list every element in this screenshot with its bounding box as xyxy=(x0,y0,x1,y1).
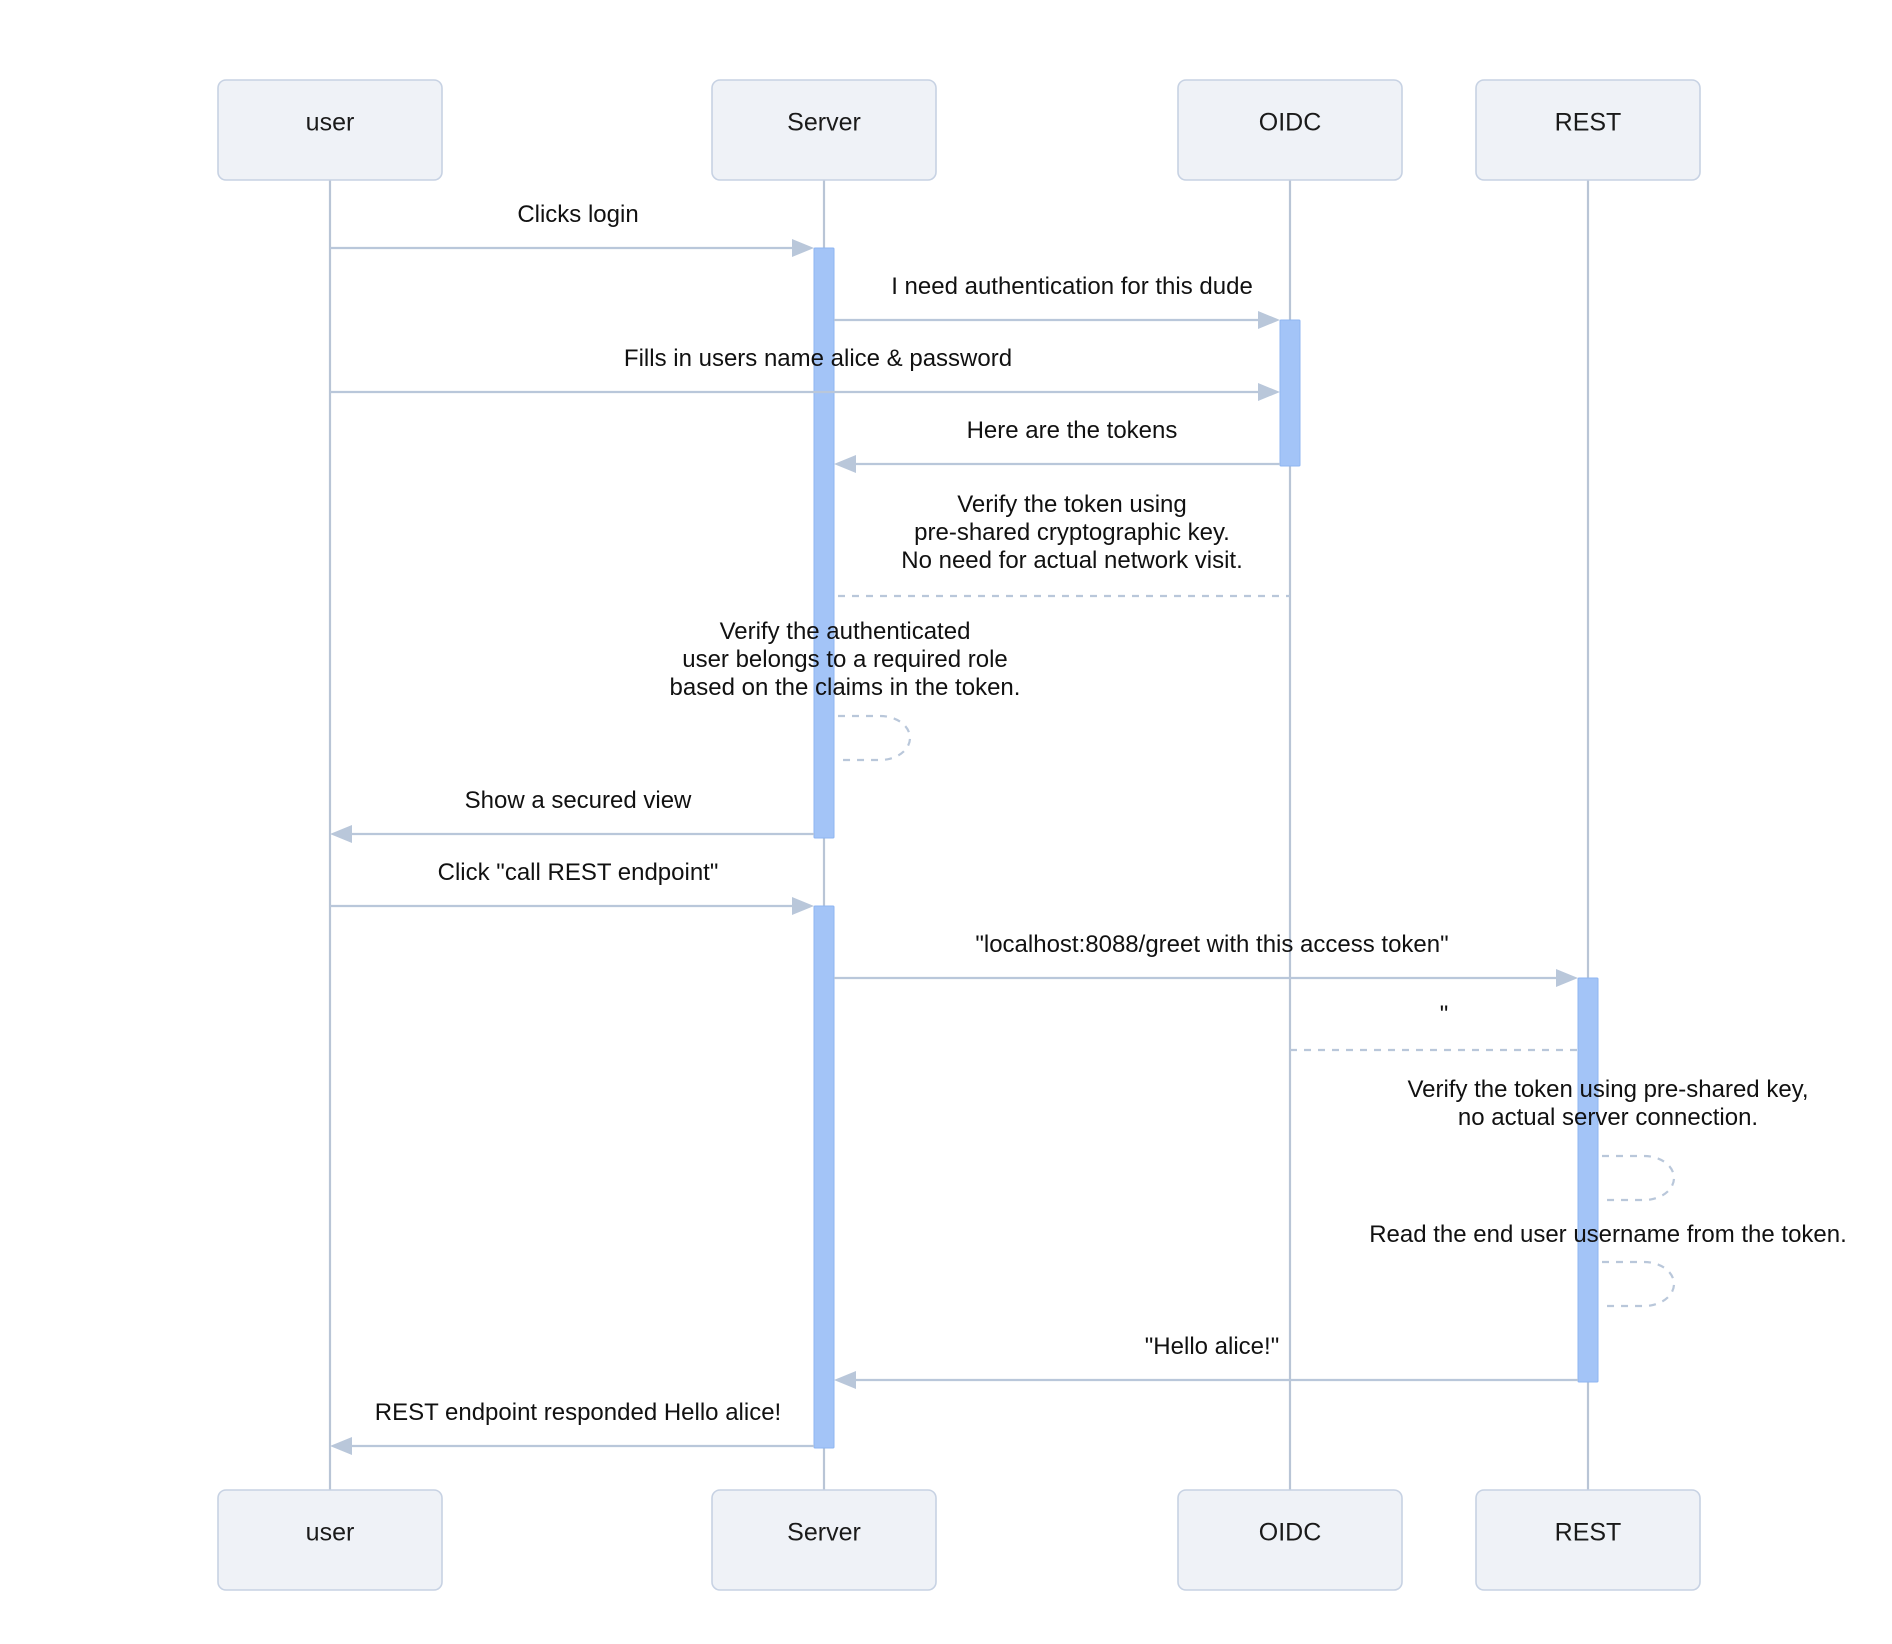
actor-header-oidc[interactable]: OIDC xyxy=(1177,79,1403,181)
message-hello-alice[interactable]: "Hello alice!" xyxy=(834,1333,1578,1389)
activation-server-2 xyxy=(813,905,835,1449)
self-message-loop xyxy=(1602,1154,1676,1202)
message-label-line-3: No need for actual network visit. xyxy=(901,547,1243,574)
actor-header-user[interactable]: user xyxy=(217,79,443,181)
message-quote-dashed[interactable]: " xyxy=(1290,1001,1578,1052)
activation-rest-1 xyxy=(1577,977,1599,1383)
message-fills-credentials[interactable]: Fills in users name alice & password xyxy=(330,345,1280,401)
message-need-authentication[interactable]: I need authentication for this dude xyxy=(834,273,1280,329)
arrowhead-right xyxy=(792,897,814,915)
arrowhead-left xyxy=(834,1371,856,1389)
message-label-line-1: Verify the authenticated xyxy=(720,618,971,645)
message-label: Clicks login xyxy=(517,201,638,228)
arrowhead-left xyxy=(330,825,352,843)
messages: Clicks login I need authentication for t… xyxy=(330,201,1847,1455)
message-click-call-rest-endpoint[interactable]: Click "call REST endpoint" xyxy=(330,859,814,915)
actor-box xyxy=(1475,79,1701,181)
message-read-username-self[interactable]: Read the end user username from the toke… xyxy=(1369,1221,1847,1308)
message-label: Show a secured view xyxy=(465,787,692,814)
arrowhead-left xyxy=(834,455,856,473)
self-message-loop xyxy=(838,714,912,762)
actor-label: OIDC xyxy=(1259,109,1322,137)
message-show-secured-view[interactable]: Show a secured view xyxy=(330,787,814,843)
message-label-line-2: user belongs to a required role xyxy=(682,646,1008,673)
arrowhead-right xyxy=(1556,969,1578,987)
actor-box xyxy=(217,79,443,181)
actor-label: user xyxy=(306,109,355,137)
message-label: " xyxy=(1440,1001,1449,1028)
message-rest-endpoint-responded[interactable]: REST endpoint responded Hello alice! xyxy=(330,1399,814,1455)
actor-box xyxy=(217,1489,443,1591)
message-localhost-greet[interactable]: "localhost:8088/greet with this access t… xyxy=(834,931,1578,987)
message-label-line-1: Verify the token using xyxy=(957,491,1186,518)
message-label: REST endpoint responded Hello alice! xyxy=(375,1399,781,1426)
message-label-line-2: pre-shared cryptographic key. xyxy=(914,519,1230,546)
actor-label: Server xyxy=(787,109,861,137)
message-label: "Hello alice!" xyxy=(1145,1333,1279,1360)
actor-box xyxy=(1475,1489,1701,1591)
message-label-line-2: no actual server connection. xyxy=(1458,1104,1758,1131)
arrowhead-right xyxy=(1258,383,1280,401)
actor-footer-server[interactable]: Server xyxy=(711,1489,937,1591)
actor-label: REST xyxy=(1555,1519,1622,1547)
actor-box xyxy=(711,1489,937,1591)
activation-oidc-1 xyxy=(1279,319,1301,467)
message-label: Fills in users name alice & password xyxy=(624,345,1012,372)
message-label-line-3: based on the claims in the token. xyxy=(670,674,1021,701)
actor-footer-oidc[interactable]: OIDC xyxy=(1177,1489,1403,1591)
message-label-line-1: Verify the token using pre-shared key, xyxy=(1407,1076,1808,1103)
message-verify-token-rest-self[interactable]: Verify the token using pre-shared key, n… xyxy=(1407,1076,1809,1202)
arrowhead-right xyxy=(1258,311,1280,329)
arrowhead-left xyxy=(330,1437,352,1455)
actor-footer-user[interactable]: user xyxy=(217,1489,443,1591)
message-label: Here are the tokens xyxy=(967,417,1178,444)
message-label: Read the end user username from the toke… xyxy=(1369,1221,1847,1248)
message-verify-token-preshared-key[interactable]: Verify the token using pre-shared crypto… xyxy=(838,491,1290,598)
message-verify-role-self[interactable]: Verify the authenticated user belongs to… xyxy=(670,618,1021,762)
actor-footers: user Server OIDC REST xyxy=(217,1489,1701,1591)
actor-label: REST xyxy=(1555,109,1622,137)
actor-box xyxy=(711,79,937,181)
actor-label: OIDC xyxy=(1259,1519,1322,1547)
message-clicks-login[interactable]: Clicks login xyxy=(330,201,814,257)
actor-box xyxy=(1177,79,1403,181)
actor-header-rest[interactable]: REST xyxy=(1475,79,1701,181)
message-label: "localhost:8088/greet with this access t… xyxy=(975,931,1448,958)
actor-header-server[interactable]: Server xyxy=(711,79,937,181)
message-here-are-tokens[interactable]: Here are the tokens xyxy=(834,417,1280,473)
actor-headers: user Server OIDC REST xyxy=(217,79,1701,181)
actor-box xyxy=(1177,1489,1403,1591)
activation-server-1 xyxy=(813,247,835,839)
actor-label: Server xyxy=(787,1519,861,1547)
message-label: I need authentication for this dude xyxy=(891,273,1253,300)
self-message-loop xyxy=(1602,1260,1676,1308)
message-label: Click "call REST endpoint" xyxy=(438,859,719,886)
arrowhead-right xyxy=(792,239,814,257)
activation-bars xyxy=(813,247,1599,1449)
actor-footer-rest[interactable]: REST xyxy=(1475,1489,1701,1591)
actor-label: user xyxy=(306,1519,355,1547)
